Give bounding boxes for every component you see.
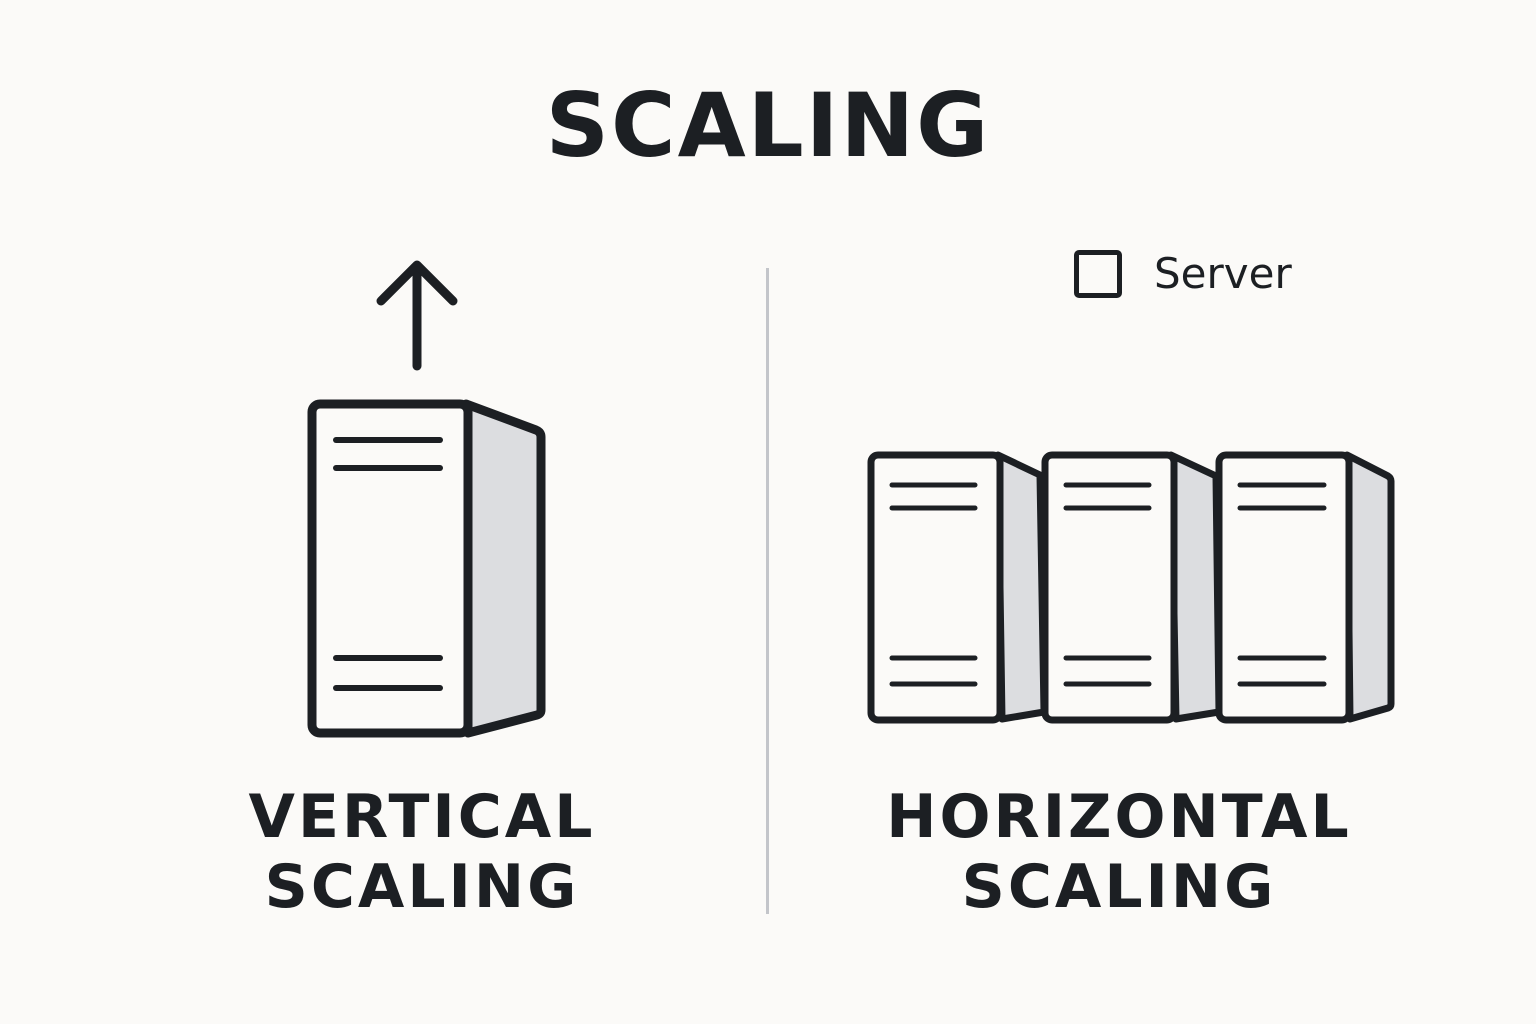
server-icon-horizontal-1 (867, 451, 1048, 724)
server-icon-horizontal-3 (1215, 451, 1395, 724)
horizontal-caption-line2: SCALING (961, 852, 1277, 922)
vertical-caption-line2: SCALING (264, 852, 580, 922)
horizontal-caption-line1: HORIZONTAL (886, 782, 1352, 852)
legend: Server (1074, 246, 1292, 302)
server-icon-vertical (307, 399, 546, 738)
server-swatch-icon (1074, 250, 1122, 298)
legend-label: Server (1154, 249, 1292, 298)
diagram-title: SCALING (545, 74, 991, 177)
server-icon-horizontal-2 (1041, 451, 1223, 724)
vertical-scaling-caption: VERTICAL SCALING (172, 782, 672, 922)
vertical-caption-line1: VERTICAL (248, 782, 596, 852)
arrow-up-icon (376, 260, 458, 371)
horizontal-scaling-caption: HORIZONTAL SCALING (869, 782, 1369, 922)
section-divider (766, 268, 769, 914)
